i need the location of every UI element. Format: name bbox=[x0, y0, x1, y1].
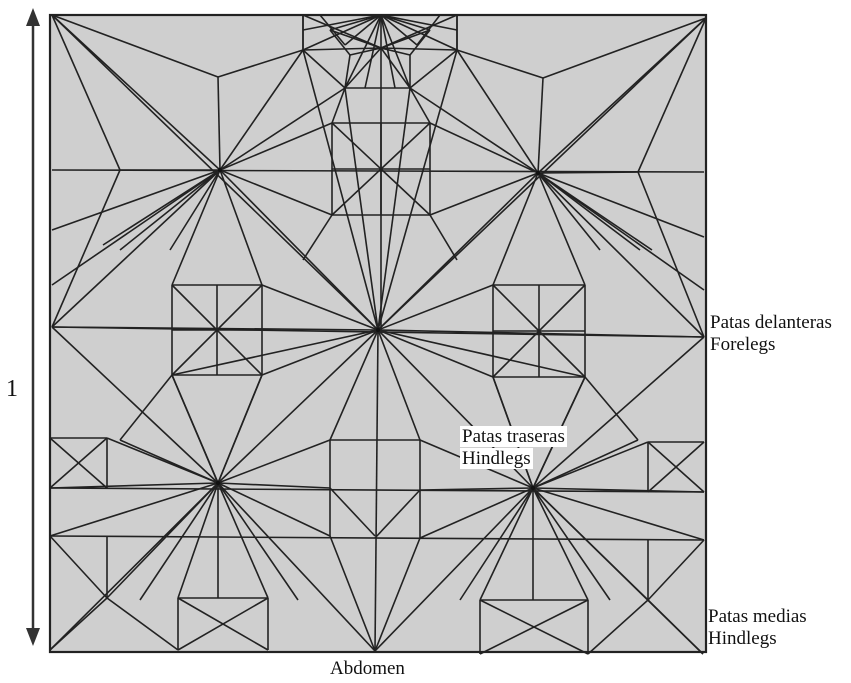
crease-hub bbox=[218, 168, 222, 172]
scale-arrow bbox=[26, 8, 40, 646]
label-forelegs-en: Forelegs bbox=[710, 334, 775, 355]
label-forelegs-es: Patas delanteras bbox=[710, 312, 832, 333]
label-hindlegs-en: Hindlegs bbox=[460, 448, 533, 469]
crease-hub bbox=[376, 328, 380, 332]
crease-line bbox=[538, 172, 638, 173]
crease-hub bbox=[531, 486, 535, 490]
label-midlegs-es: Patas medias bbox=[708, 606, 807, 627]
scale-label: 1 bbox=[6, 376, 18, 403]
label-abdomen: Abdomen bbox=[330, 658, 405, 679]
label-hindlegs-es: Patas traseras bbox=[460, 426, 567, 447]
label-midlegs-en: Hindlegs bbox=[708, 628, 777, 649]
crease-hub bbox=[216, 481, 220, 485]
crease-hub bbox=[536, 171, 540, 175]
